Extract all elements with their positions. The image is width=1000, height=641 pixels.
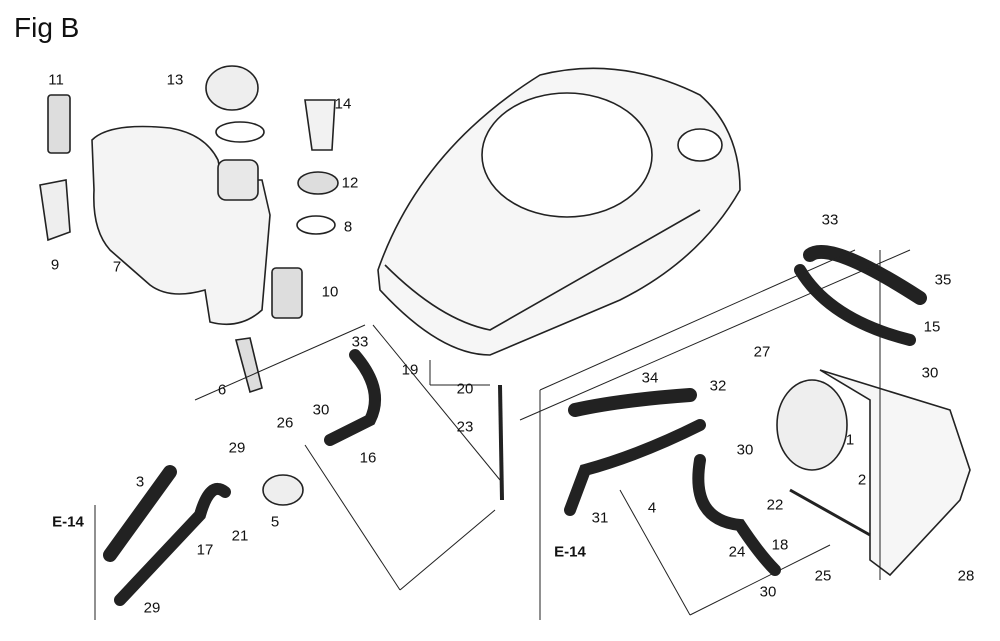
bracket	[819, 369, 971, 577]
callout: 33	[821, 211, 839, 229]
canister	[776, 379, 848, 471]
cover-opening	[481, 92, 653, 218]
callout: 31	[591, 509, 609, 527]
callout: 26	[276, 414, 294, 432]
hose-15	[794, 264, 916, 346]
hose-35	[803, 245, 927, 305]
clip-11	[47, 94, 71, 154]
callout: 3	[135, 473, 145, 491]
callout: 29	[228, 439, 246, 457]
clip-9	[39, 179, 71, 242]
callout: 6	[217, 381, 227, 399]
callout: 28	[957, 567, 975, 585]
cover-port	[677, 128, 723, 162]
cap-gasket	[215, 121, 265, 143]
callout: 10	[321, 283, 339, 301]
hose-3	[103, 465, 177, 562]
callout: 30	[736, 441, 754, 459]
callout: 22	[766, 496, 784, 514]
callout: 9	[50, 256, 60, 274]
hose-16	[324, 349, 381, 446]
callout: 5	[270, 513, 280, 531]
callout: 8	[343, 218, 353, 236]
hose-18	[692, 454, 781, 576]
callout: 7	[112, 258, 122, 276]
callout: 15	[923, 318, 941, 336]
callout: 25	[814, 567, 832, 585]
callout: 29	[143, 599, 161, 617]
fuel-cap	[205, 65, 259, 111]
callout: 21	[231, 527, 249, 545]
bolt	[234, 337, 263, 394]
callout: 24	[728, 543, 746, 561]
pad	[271, 267, 303, 319]
callout: 13	[166, 71, 184, 89]
callout: 30	[312, 401, 330, 419]
callout: 1	[845, 431, 855, 449]
callout: 32	[709, 377, 727, 395]
callout: 18	[771, 536, 789, 554]
reference-label: E-14	[52, 513, 84, 531]
callout: 2	[857, 471, 867, 489]
callout: 35	[934, 271, 952, 289]
callout: 19	[401, 361, 419, 379]
callout: 34	[641, 369, 659, 387]
bolt-22	[789, 488, 871, 537]
callout: 11	[48, 71, 64, 89]
gasket	[296, 215, 336, 235]
callout: 30	[921, 364, 939, 382]
callout: 4	[647, 499, 657, 517]
figure-title: Fig B	[14, 12, 80, 43]
callout: 30	[759, 583, 777, 601]
strainer	[304, 99, 336, 151]
callout: 12	[341, 174, 359, 192]
callout: 27	[753, 343, 771, 361]
callout: 16	[359, 449, 377, 467]
hose-4	[564, 419, 706, 516]
fuel-tank	[91, 125, 271, 326]
reference-label: E-14	[554, 543, 586, 561]
stud	[498, 384, 504, 501]
filter-5	[262, 474, 304, 506]
hose-17	[114, 483, 231, 606]
callout: 23	[456, 418, 474, 436]
callout: 33	[351, 333, 369, 351]
nut	[297, 171, 339, 195]
callout: 20	[456, 380, 474, 398]
tank-neck	[217, 159, 259, 201]
hose-34	[568, 388, 697, 417]
callout: 17	[196, 541, 214, 559]
callout: 14	[334, 95, 352, 113]
